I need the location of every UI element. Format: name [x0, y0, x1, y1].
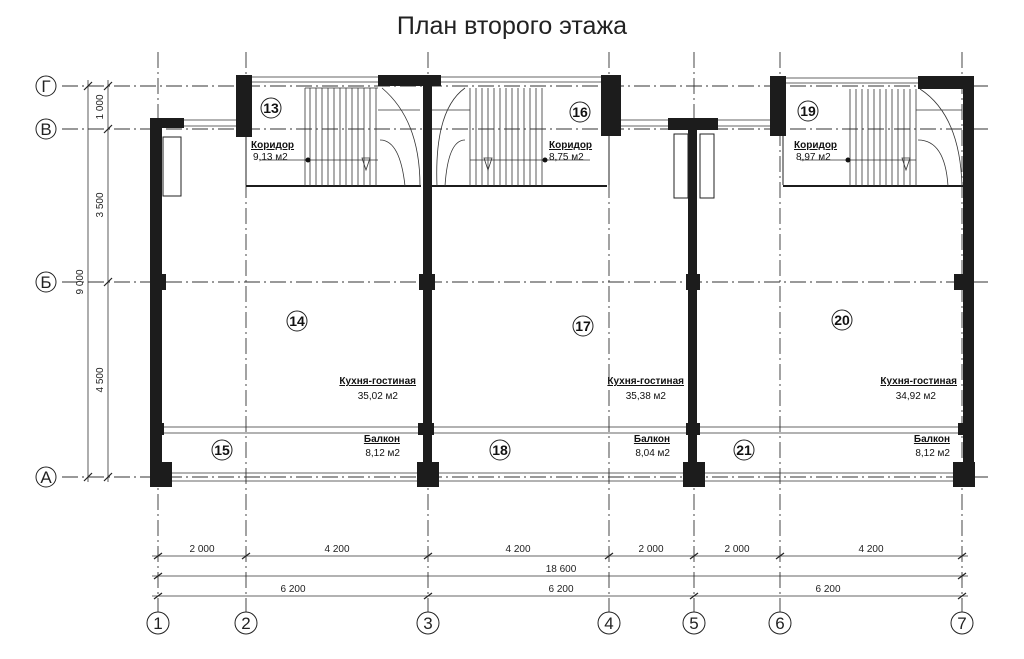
axis-label-3: 3: [423, 614, 432, 633]
dim-4200-b: 4 200: [505, 544, 530, 555]
dim-6200-b: 6 200: [548, 584, 573, 595]
room-name: Балкон: [634, 434, 670, 445]
room-16: 16: [569, 101, 591, 123]
staircase-3: [800, 88, 963, 187]
room-number: 14: [289, 313, 305, 329]
room-area: 9,13 м2: [253, 152, 288, 163]
room-area: 35,02 м2: [358, 391, 399, 402]
dim-2000-b: 2 000: [638, 544, 663, 555]
room-18: 18: [489, 439, 511, 461]
dim-4200-a: 4 200: [324, 544, 349, 555]
room-name: Кухня-гостиная: [880, 376, 957, 387]
axis-label-2: 2: [241, 614, 250, 633]
dim-total: 18 600: [546, 564, 577, 575]
axis-label-v: В: [40, 120, 51, 139]
axis-label-b: Б: [40, 273, 51, 292]
bottom-dimensions: 2 000 4 200 4 200 2 000 2 000 4 200 18 6…: [152, 544, 968, 600]
room-name: Коридор: [251, 140, 294, 151]
dim-3500: 3 500: [95, 192, 106, 217]
room-19: 19: [797, 100, 819, 122]
axis-marker-2: 2: [234, 611, 258, 635]
room-number: 19: [800, 103, 816, 119]
dim-2000-a: 2 000: [189, 544, 214, 555]
axis-marker-b: Б: [35, 271, 57, 293]
axis-marker-a: А: [35, 466, 57, 488]
dim-4200-c: 4 200: [858, 544, 883, 555]
walls: [150, 75, 975, 487]
axis-label-7: 7: [957, 614, 966, 633]
axis-label-5: 5: [689, 614, 698, 633]
dim-9000: 9 000: [75, 269, 86, 294]
row-axis-markers: Г В Б А: [35, 75, 57, 488]
room-area: 8,75 м2: [549, 152, 584, 163]
dim-1000: 1 000: [95, 94, 106, 119]
dim-6200-a: 6 200: [280, 584, 305, 595]
room-13: 13: [260, 97, 282, 119]
fixtures: [162, 76, 963, 482]
room-14: 14: [286, 310, 308, 332]
dim-2000-c: 2 000: [724, 544, 749, 555]
dim-4500: 4 500: [95, 367, 106, 392]
staircase-1: [260, 87, 421, 187]
room-name: Кухня-гостиная: [607, 376, 684, 387]
room-labels: 13 Коридор 9,13 м2 14 Кухня-гостиная 35,…: [211, 97, 957, 461]
room-name: Кухня-гостиная: [339, 376, 416, 387]
column-axis-markers: 1 2 3 4 5 6 7: [146, 611, 974, 635]
plan-title: План второго этажа: [396, 12, 628, 40]
room-20: 20: [831, 309, 853, 331]
room-area: 35,38 м2: [626, 391, 667, 402]
room-number: 21: [736, 442, 752, 458]
room-number: 13: [263, 100, 279, 116]
axis-grid: [62, 52, 990, 612]
room-17: 17: [572, 315, 594, 337]
axis-marker-1: 1: [146, 611, 170, 635]
axis-marker-3: 3: [416, 611, 440, 635]
room-number: 20: [834, 312, 850, 328]
room-area: 8,12 м2: [365, 448, 400, 459]
room-area: 34,92 м2: [896, 391, 937, 402]
axis-label-g: Г: [41, 77, 50, 96]
axis-label-4: 4: [604, 614, 613, 633]
room-name: Балкон: [364, 434, 400, 445]
axis-marker-v: В: [35, 118, 57, 140]
axis-label-1: 1: [153, 614, 162, 633]
axis-marker-6: 6: [768, 611, 792, 635]
room-name: Коридор: [794, 140, 837, 151]
axis-marker-5: 5: [682, 611, 706, 635]
axis-marker-g: Г: [35, 75, 57, 97]
axis-marker-4: 4: [597, 611, 621, 635]
staircase-2: [432, 87, 590, 187]
room-number: 15: [214, 442, 230, 458]
room-area: 8,97 м2: [796, 152, 831, 163]
axis-label-a: А: [40, 468, 52, 487]
room-number: 17: [575, 318, 591, 334]
room-name: Балкон: [914, 434, 950, 445]
room-area: 8,04 м2: [635, 448, 670, 459]
axis-marker-7: 7: [950, 611, 974, 635]
left-dimensions: 1 000 3 500 4 500 9 000: [75, 80, 113, 482]
room-15: 15: [211, 439, 233, 461]
room-21: 21: [733, 439, 755, 461]
room-area: 8,12 м2: [915, 448, 950, 459]
room-number: 16: [572, 104, 588, 120]
room-number: 18: [492, 442, 508, 458]
axis-label-6: 6: [775, 614, 784, 633]
room-name: Коридор: [549, 140, 592, 151]
dim-6200-c: 6 200: [815, 584, 840, 595]
